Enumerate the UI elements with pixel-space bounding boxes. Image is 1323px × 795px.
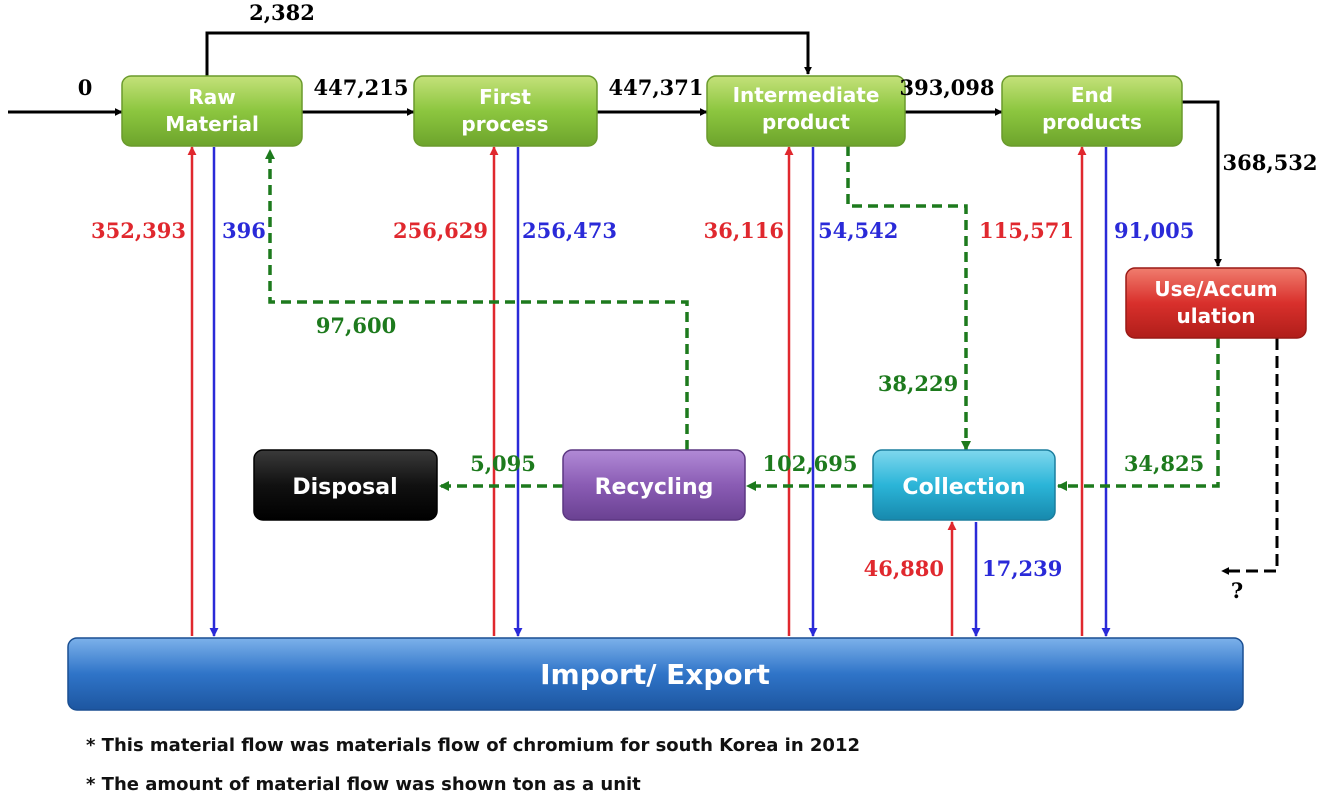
disposal-label: Disposal — [292, 475, 397, 500]
end-to-use-label: 368,532 — [1223, 150, 1318, 175]
node-intermediate-product: Intermediate product — [706, 75, 906, 147]
intermediate-product-label-line1: Intermediate — [733, 83, 880, 107]
intermediate-import-label: 36,116 — [704, 218, 784, 243]
first-import-label: 256,629 — [393, 218, 488, 243]
end-import-label: 115,571 — [979, 218, 1074, 243]
import-export-arrows — [187, 146, 1111, 637]
first-to-intermediate-label: 447,371 — [609, 75, 704, 100]
recycling-to-disposal-label: 5,095 — [470, 451, 536, 476]
raw-to-first-label: 447,215 — [314, 75, 409, 100]
main-flow-arrows — [8, 31, 1279, 575]
node-disposal: Disposal — [253, 449, 438, 521]
raw-material-label-line2: Material — [165, 112, 259, 136]
footnote-unit: * The amount of material flow was shown … — [86, 774, 641, 795]
collection-to-recycling-label: 102,695 — [763, 451, 858, 476]
raw-material-label-line1: Raw — [188, 85, 235, 109]
bypass-flow-label: 2,382 — [249, 0, 315, 25]
intermediate-product-label-line2: product — [762, 110, 850, 134]
raw-export-label: 396 — [222, 218, 266, 243]
intermediate-export-label: 54,542 — [818, 218, 898, 243]
use-accumulation-label-line2: ulation — [1177, 304, 1256, 328]
end-products-label-line2: products — [1042, 110, 1142, 134]
node-collection: Collection — [872, 449, 1056, 521]
raw-import-label: 352,393 — [91, 218, 186, 243]
node-end-products: End products — [1001, 75, 1183, 147]
recycling-flow-arrows — [265, 146, 1220, 491]
use-to-collection-label: 34,825 — [1124, 451, 1204, 476]
recycling-to-raw-label: 97,600 — [316, 313, 396, 338]
input-flow-label: 0 — [78, 75, 93, 100]
node-import-export: Import/ Export — [67, 637, 1244, 711]
node-recycling: Recycling — [562, 449, 746, 521]
first-process-label-line1: First — [479, 85, 531, 109]
node-use-accumulation: Use/Accum ulation — [1125, 267, 1307, 339]
first-export-label: 256,473 — [522, 218, 617, 243]
use-to-collection-arrow — [1057, 338, 1220, 491]
end-products-label-line1: End — [1071, 83, 1113, 107]
collection-label: Collection — [902, 475, 1025, 500]
recycling-label: Recycling — [595, 475, 714, 500]
intermediate-to-collection-label: 38,229 — [878, 371, 958, 396]
footnotes: * This material flow was materials flow … — [86, 735, 860, 795]
end-to-use-arrow — [1182, 100, 1222, 267]
recycling-to-raw-arrow — [265, 149, 689, 450]
collection-import-label: 46,880 — [864, 556, 944, 581]
intermediate-to-collection-arrow — [846, 146, 971, 451]
unknown-flow-label: ? — [1231, 578, 1243, 603]
import-export-label: Import/ Export — [540, 658, 770, 691]
first-process-label-line2: process — [461, 112, 548, 136]
collection-export-label: 17,239 — [982, 556, 1062, 581]
node-raw-material: Raw Material — [121, 75, 303, 147]
flow-labels: 0 2,382 447,215 447,371 393,098 368,532 … — [78, 0, 1318, 603]
node-first-process: First process — [413, 75, 598, 147]
end-export-label: 91,005 — [1114, 218, 1194, 243]
use-accumulation-label-line1: Use/Accum — [1154, 277, 1277, 301]
bypass-arrow — [205, 31, 812, 76]
intermediate-to-end-label: 393,098 — [900, 75, 995, 100]
footnote-chromium: * This material flow was materials flow … — [86, 735, 860, 756]
use-to-unknown-arrow — [1221, 338, 1279, 575]
